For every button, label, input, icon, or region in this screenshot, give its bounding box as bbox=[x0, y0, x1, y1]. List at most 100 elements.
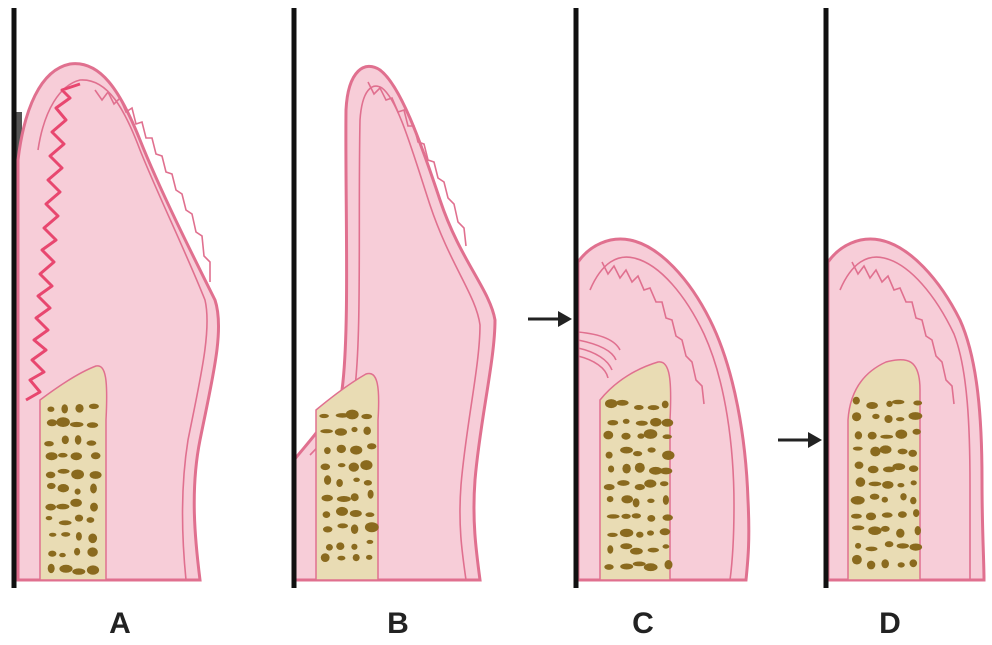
trabecula-mark bbox=[337, 445, 346, 453]
trabecula-mark bbox=[623, 419, 630, 424]
trabecula-mark bbox=[351, 524, 358, 534]
trabecula-mark bbox=[915, 526, 921, 535]
trabecula-mark bbox=[660, 528, 671, 535]
trabecula-mark bbox=[90, 484, 97, 494]
trabecula-mark bbox=[337, 556, 345, 561]
trabecula-mark bbox=[884, 415, 892, 423]
trabecula-mark bbox=[648, 405, 660, 410]
trabecula-mark bbox=[58, 453, 68, 458]
trabecula-mark bbox=[90, 471, 102, 479]
trabecula-mark bbox=[367, 443, 376, 449]
trabecula-mark bbox=[62, 436, 69, 445]
trabecula-mark bbox=[320, 429, 333, 433]
trabecula-mark bbox=[662, 419, 674, 427]
trabecula-mark bbox=[367, 540, 374, 544]
trabecula-mark bbox=[364, 480, 372, 486]
trabecula-mark bbox=[882, 481, 893, 489]
trabecula-mark bbox=[644, 429, 658, 439]
trabecula-mark bbox=[617, 480, 629, 486]
trabecula-mark bbox=[895, 430, 907, 439]
trabecula-mark bbox=[44, 441, 54, 446]
trabecula-mark bbox=[607, 514, 620, 518]
trabecula-mark bbox=[882, 497, 888, 503]
trabecula-mark bbox=[90, 503, 98, 512]
trabecula-mark bbox=[909, 465, 918, 472]
trabecula-mark bbox=[56, 504, 69, 510]
trabecula-mark bbox=[335, 428, 347, 436]
recession-arrow bbox=[778, 432, 822, 448]
trabecula-mark bbox=[647, 499, 654, 503]
trabecula-mark bbox=[353, 478, 360, 482]
trabecula-mark bbox=[607, 545, 613, 553]
trabecula-mark bbox=[870, 494, 880, 500]
trabecula-mark bbox=[46, 516, 53, 520]
trabecula-mark bbox=[351, 544, 357, 550]
trabecula-mark bbox=[337, 496, 351, 502]
trabecula-mark bbox=[909, 412, 923, 420]
panel-c: C bbox=[520, 0, 770, 645]
trabecula-mark bbox=[351, 427, 357, 432]
trabecula-mark bbox=[620, 447, 633, 454]
trabecula-mark bbox=[321, 464, 331, 471]
trabecula-mark bbox=[644, 480, 656, 488]
trabecula-mark bbox=[662, 401, 669, 409]
trabecula-mark bbox=[663, 495, 669, 505]
trabecula-mark bbox=[363, 427, 371, 435]
trabecula-mark bbox=[604, 484, 615, 490]
panel-c-label: C bbox=[613, 606, 673, 642]
trabecula-mark bbox=[336, 479, 343, 487]
trabecula-mark bbox=[48, 564, 55, 573]
trabecula-mark bbox=[607, 533, 618, 537]
trabecula-mark bbox=[605, 399, 617, 408]
trabecula-mark bbox=[616, 400, 629, 406]
trabecula-mark bbox=[648, 548, 659, 553]
trabecula-mark bbox=[87, 440, 97, 445]
trabecula-mark bbox=[881, 559, 889, 568]
panel-c-drawing bbox=[520, 0, 770, 600]
trabecula-mark bbox=[59, 520, 72, 525]
panel-a: A bbox=[0, 0, 250, 645]
trabecula-mark bbox=[882, 512, 893, 517]
trabecula-mark bbox=[870, 447, 880, 457]
trabecula-mark bbox=[75, 515, 83, 522]
trabecula-mark bbox=[868, 526, 881, 535]
trabecula-mark bbox=[47, 483, 56, 489]
trabecula-mark bbox=[853, 447, 863, 451]
trabecula-mark bbox=[621, 433, 630, 440]
trabecula-mark bbox=[663, 514, 673, 520]
trabecula-mark bbox=[898, 449, 908, 455]
trabecula-mark bbox=[350, 446, 362, 455]
panel-a-drawing bbox=[0, 0, 250, 600]
trabecula-mark bbox=[351, 493, 359, 501]
trabecula-mark bbox=[910, 544, 923, 551]
trabecula-mark bbox=[866, 402, 878, 409]
trabecula-mark bbox=[913, 509, 919, 517]
panel-b-drawing bbox=[280, 0, 530, 600]
trabecula-mark bbox=[46, 452, 58, 460]
trabecula-mark bbox=[910, 559, 918, 567]
trabecula-mark bbox=[636, 421, 648, 426]
trabecula-mark bbox=[89, 404, 99, 409]
trabecula-mark bbox=[637, 433, 644, 438]
trabecula-mark bbox=[880, 445, 892, 453]
trabecula-mark bbox=[896, 529, 904, 538]
trabecula-mark bbox=[898, 511, 907, 518]
trabecula-mark bbox=[336, 507, 348, 516]
trabecula-mark bbox=[323, 511, 331, 518]
trabecula-mark bbox=[632, 513, 641, 518]
trabecula-mark bbox=[886, 401, 892, 407]
trabecula-mark bbox=[913, 429, 921, 435]
trabecula-mark bbox=[74, 548, 80, 556]
trabecula-mark bbox=[621, 514, 630, 519]
trabecula-mark bbox=[867, 561, 875, 570]
trabecula-mark bbox=[607, 496, 614, 502]
trabecula-mark bbox=[346, 410, 359, 420]
trabecula-mark bbox=[913, 401, 922, 406]
trabecula-mark bbox=[621, 495, 633, 503]
trabecula-mark bbox=[72, 568, 85, 574]
trabecula-mark bbox=[853, 397, 860, 405]
trabecula-mark bbox=[353, 554, 360, 561]
trabecula-mark bbox=[46, 472, 56, 479]
trabecula-mark bbox=[911, 480, 917, 485]
